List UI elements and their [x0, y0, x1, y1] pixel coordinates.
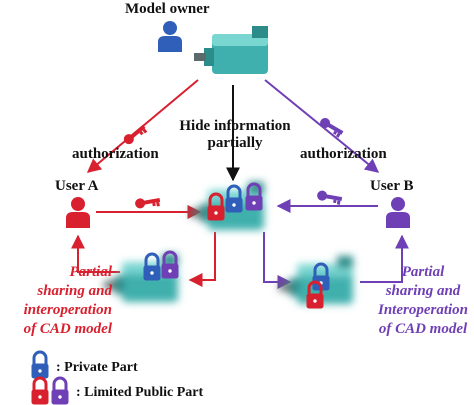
hide-info-line-1: Hide information [179, 118, 291, 134]
model-owner-label: Model owner [125, 1, 210, 17]
right-caption-line-4: of CAD model [378, 321, 468, 337]
key-icon-user-b [316, 189, 343, 205]
legend-limited-public-label: : Limited Public Part [76, 385, 204, 400]
left-caption-line-2: sharing and [37, 283, 112, 299]
arrow-center-to-left-model [188, 232, 216, 287]
legend-private-label: : Private Part [56, 360, 138, 375]
left-caption: Partial sharing and interoperation of CA… [0, 263, 112, 339]
model-owner-person-icon [158, 21, 182, 52]
right-caption-line-2: sharing and [385, 283, 461, 299]
arrow-center-to-right-model [263, 232, 292, 289]
authorization-left-label: authorization [72, 146, 159, 162]
legend-private-lock-icon [30, 350, 50, 380]
authorization-right-label: authorization [300, 146, 387, 162]
lock-icon [142, 252, 162, 282]
user-b-person-icon [386, 197, 410, 228]
lock-icon [224, 184, 244, 214]
key-icon-user-a [134, 194, 161, 211]
left-caption-line-1: Partial [69, 264, 112, 280]
user-b-label: User B [370, 178, 414, 194]
right-caption: Partial sharing and Interoperation of CA… [372, 263, 474, 339]
right-caption-line-1: Partial [401, 264, 445, 280]
arrow-right-model-to-user-b [360, 234, 409, 283]
arrow-left-model-to-user-a [71, 234, 120, 273]
center-cad-model [190, 182, 264, 230]
left-caption-line-3: interoperation [23, 302, 112, 318]
hide-info-line-2: partially [207, 135, 263, 151]
user-a-person-icon [66, 197, 90, 228]
legend-limited-purple-lock-icon [50, 376, 70, 405]
left-bottom-cad-model [104, 250, 180, 302]
left-caption-line-4: of CAD model [23, 321, 112, 337]
owner-cad-model [194, 26, 268, 74]
right-caption-line-3: Interoperation [377, 302, 468, 318]
user-a-label: User A [55, 178, 99, 194]
legend-limited-red-lock-icon [30, 376, 50, 405]
hide-info-label: Hide information partially [165, 118, 305, 152]
right-bottom-cad-model [279, 256, 353, 310]
